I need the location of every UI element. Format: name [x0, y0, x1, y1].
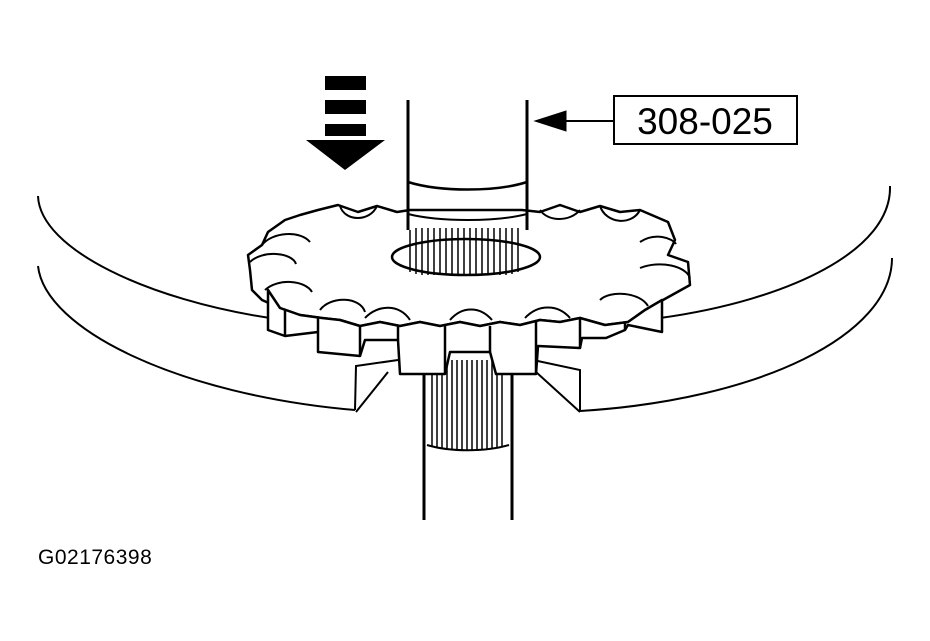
gear-notches	[249, 205, 691, 321]
lower-shaft-splines	[426, 360, 510, 452]
upper-ring-left	[37, 195, 271, 319]
ring-gap	[354, 359, 581, 413]
housing-rings	[37, 185, 893, 412]
installer-tool	[406, 100, 529, 230]
tool-callout: 308-025	[613, 95, 798, 145]
gear-side	[266, 288, 664, 376]
press-arrow-icon	[306, 76, 385, 170]
lower-ring-right	[579, 257, 893, 412]
upper-ring-right	[659, 185, 892, 319]
gear	[246, 203, 692, 376]
leader-arrow	[533, 110, 614, 132]
tool-number-label: 308-025	[637, 101, 773, 142]
lower-shaft	[422, 360, 514, 520]
figure-id: G02176398	[38, 546, 153, 569]
lower-ring-left	[37, 265, 356, 411]
gear-bore	[390, 237, 542, 277]
upper-shaft-splines	[409, 228, 519, 275]
